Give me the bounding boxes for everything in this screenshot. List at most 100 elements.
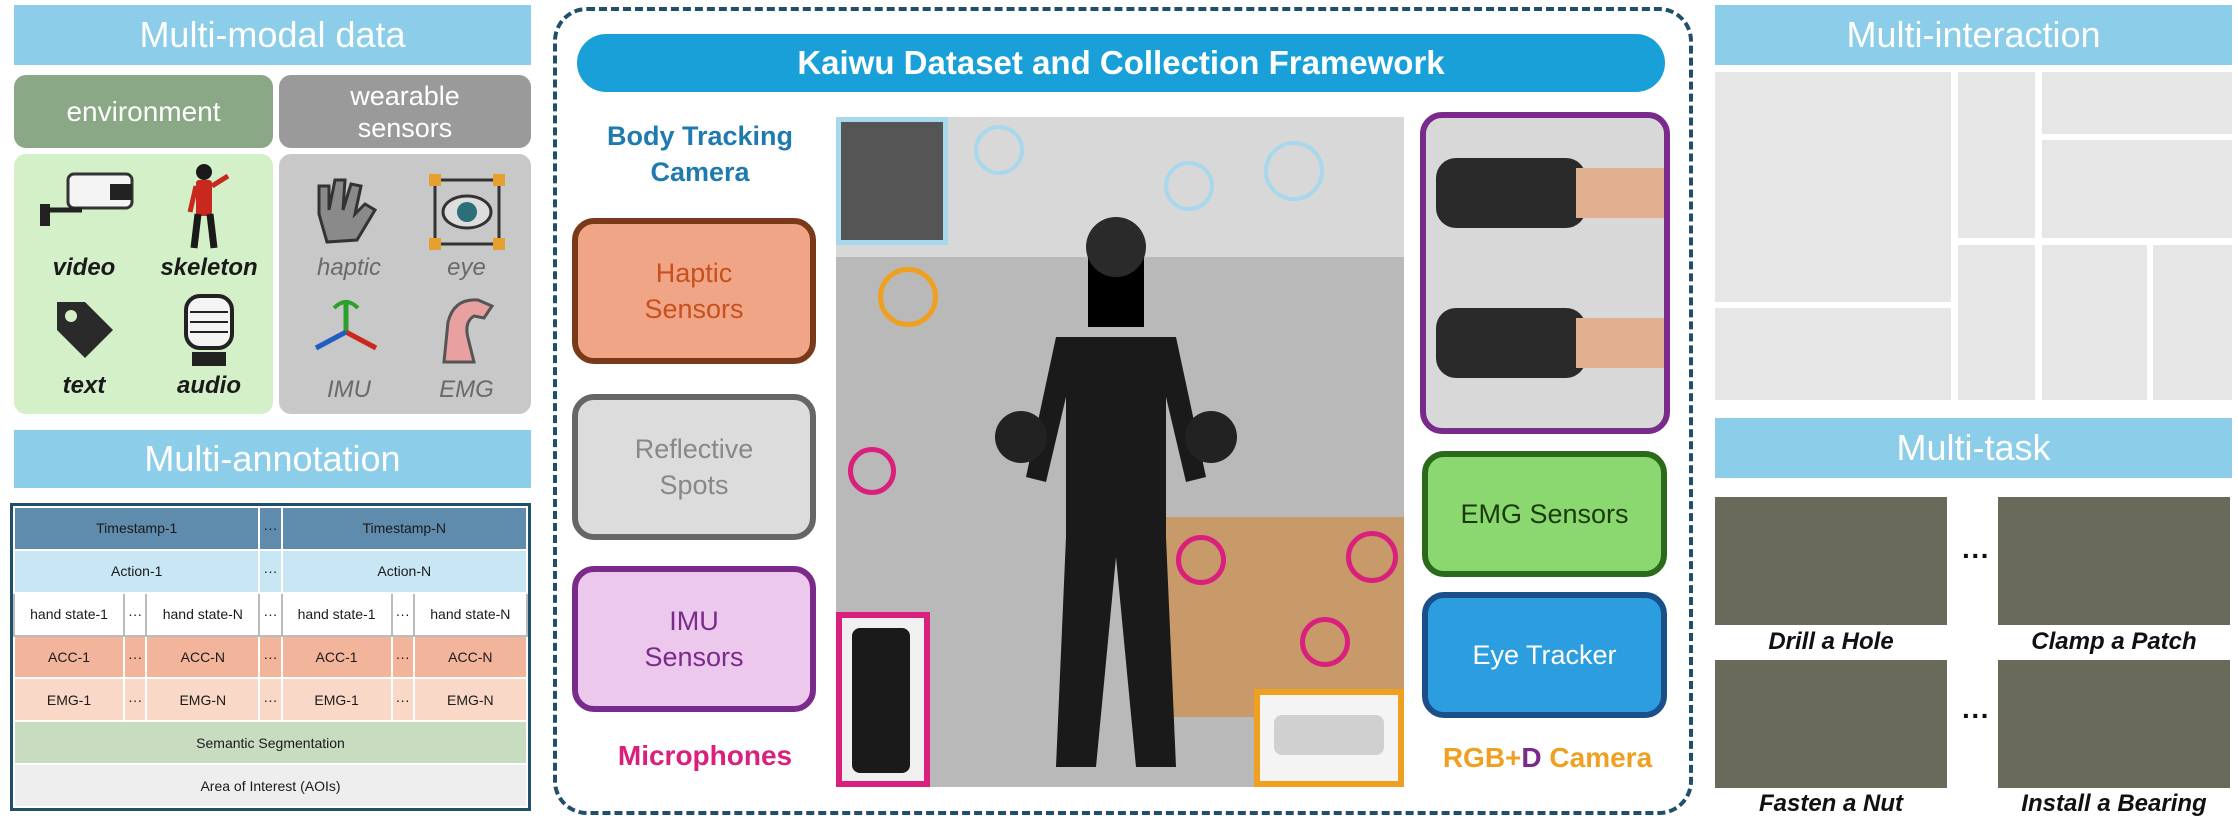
- body-tracking-camera-inset: [836, 117, 948, 245]
- text-label: text: [62, 372, 106, 399]
- task-label-fasten: Fasten a Nut: [1758, 790, 1904, 817]
- rgbd-camera-device: [1274, 715, 1384, 755]
- framework-title-bar: Kaiwu Dataset and Collection Framework: [577, 34, 1665, 92]
- emg-n-cell: EMG-N: [145, 677, 261, 723]
- eye-label: eye: [447, 254, 486, 281]
- tag-icon: [57, 302, 113, 358]
- imu-marker-circle: [1300, 617, 1350, 667]
- hand-state-1-cell: hand state-1: [12, 591, 126, 637]
- annotation-grid: Timestamp-1 ··· Timestamp-N Action-1 ···…: [12, 506, 529, 808]
- imu-axes-icon: [314, 300, 378, 351]
- tool-photo-parts: [1715, 72, 1951, 302]
- emg-arm-icon: [442, 298, 495, 364]
- tool-photo-grinder: [2042, 140, 2232, 238]
- video-camera-icon: [40, 172, 134, 226]
- dots-cell: ···: [390, 591, 415, 637]
- rgbd-camera-text: Camera: [1541, 742, 1653, 773]
- task-dots: ···: [1962, 700, 1990, 731]
- subject-photo: [836, 117, 1404, 787]
- environment-panel: video skeleton text audio: [14, 154, 273, 414]
- dots-cell: ···: [258, 506, 283, 551]
- rgbd-camera-label: RGB+D Camera: [1420, 742, 1675, 774]
- task-photo-clamp: [1998, 497, 2230, 625]
- dots-cell: ···: [123, 591, 148, 637]
- skeleton-figure-icon: [187, 164, 230, 249]
- timestamp-1-cell: Timestamp-1: [12, 506, 261, 551]
- tracking-marker-circle: [974, 125, 1024, 175]
- emg-label: EMG: [439, 376, 494, 403]
- microphone-inset: [836, 612, 930, 787]
- task-photo-drill: [1715, 497, 1947, 625]
- task-photo-fasten: [1715, 660, 1947, 788]
- haptic-sensors-label: Haptic Sensors: [644, 258, 744, 324]
- task-label-bearing: Install a Bearing: [2021, 790, 2207, 817]
- emg-n-cell: EMG-N: [412, 677, 529, 723]
- imu-label: IMU: [327, 376, 371, 403]
- audio-label: audio: [177, 372, 241, 399]
- task-label-drill: Drill a Hole: [1768, 628, 1894, 655]
- eye-icon: [429, 174, 505, 250]
- emg-sensors-label: EMG Sensors: [1460, 498, 1629, 529]
- dots-cell: ···: [123, 677, 148, 723]
- reflective-spots-box: Reflective Spots: [572, 394, 816, 540]
- tracking-marker-circle: [1164, 161, 1214, 211]
- microphone-icon: [184, 294, 234, 366]
- multiinteraction-title-bar: Multi-interaction: [1715, 5, 2232, 65]
- tool-photo-wrench: [1715, 308, 1951, 400]
- aoi-cell: Area of Interest (AOIs): [13, 763, 528, 808]
- haptic-marker-circle: [878, 267, 938, 327]
- emg-sensors-box: EMG Sensors: [1422, 451, 1667, 577]
- dots-cell: ···: [258, 634, 283, 680]
- tool-photo-pliers: [1958, 245, 2035, 400]
- reflective-spots-label: Reflective Spots: [634, 434, 754, 500]
- hand-state-n-cell: hand state-N: [145, 591, 261, 637]
- tool-photo-caliper: [1958, 72, 2035, 238]
- timestamp-n-cell: Timestamp-N: [280, 506, 529, 551]
- multimodal-title-bar: Multi-modal data: [14, 5, 531, 65]
- microphone-device: [852, 628, 910, 773]
- multiannotation-title-bar: Multi-annotation: [14, 430, 531, 488]
- dots-cell: ···: [258, 677, 283, 723]
- wearable-header: wearable sensors: [279, 75, 531, 148]
- haptic-label: haptic: [316, 254, 382, 281]
- eye-tracker-label: Eye Tracker: [1472, 639, 1617, 670]
- acc-1-cell: ACC-1: [280, 634, 393, 680]
- subject-silhouette: [995, 217, 1237, 767]
- dots-cell: ···: [258, 591, 283, 637]
- glove-lower: [1436, 308, 1586, 378]
- video-label: video: [52, 254, 116, 281]
- dots-cell: ···: [258, 548, 283, 594]
- hand-state-1-cell: hand state-1: [280, 591, 393, 637]
- microphones-label: Microphones: [617, 740, 793, 771]
- tracking-marker-circle: [1264, 141, 1324, 201]
- acc-n-cell: ACC-N: [412, 634, 529, 680]
- eye-tracker-box: Eye Tracker: [1422, 592, 1667, 718]
- framework-title: Kaiwu Dataset and Collection Framework: [797, 44, 1445, 81]
- rgbd-d-text: D: [1521, 742, 1542, 773]
- acc-1-cell: ACC-1: [12, 634, 126, 680]
- imu-marker-circle: [848, 447, 896, 495]
- rgbd-camera-inset: [1254, 689, 1404, 787]
- wearable-label: wearable sensors: [350, 80, 460, 143]
- multimodal-title: Multi-modal data: [139, 14, 406, 55]
- environment-header: environment: [14, 75, 273, 148]
- haptic-glove-icon: [317, 178, 378, 244]
- tool-photo-drill: [2042, 245, 2147, 400]
- semantic-segmentation-cell: Semantic Segmentation: [13, 720, 528, 766]
- multitask-title: Multi-task: [1896, 427, 2051, 468]
- haptic-sensors-box: Haptic Sensors: [572, 218, 816, 364]
- forearm-lower: [1576, 318, 1664, 368]
- dots-cell: ···: [123, 634, 148, 680]
- tool-photo-file: [2042, 72, 2232, 134]
- action-n-cell: Action-N: [280, 548, 529, 594]
- glove-photo-box: [1420, 112, 1670, 434]
- multiinteraction-title: Multi-interaction: [1846, 14, 2101, 55]
- rgbd-rgb-text: RGB+: [1442, 742, 1522, 773]
- acc-n-cell: ACC-N: [145, 634, 261, 680]
- emg-1-cell: EMG-1: [280, 677, 393, 723]
- imu-sensors-box: IMU Sensors: [572, 566, 816, 712]
- task-photo-bearing: [1998, 660, 2230, 788]
- glove-upper: [1436, 158, 1586, 228]
- task-dots: ···: [1962, 540, 1990, 571]
- imu-sensors-label: IMU Sensors: [644, 606, 744, 672]
